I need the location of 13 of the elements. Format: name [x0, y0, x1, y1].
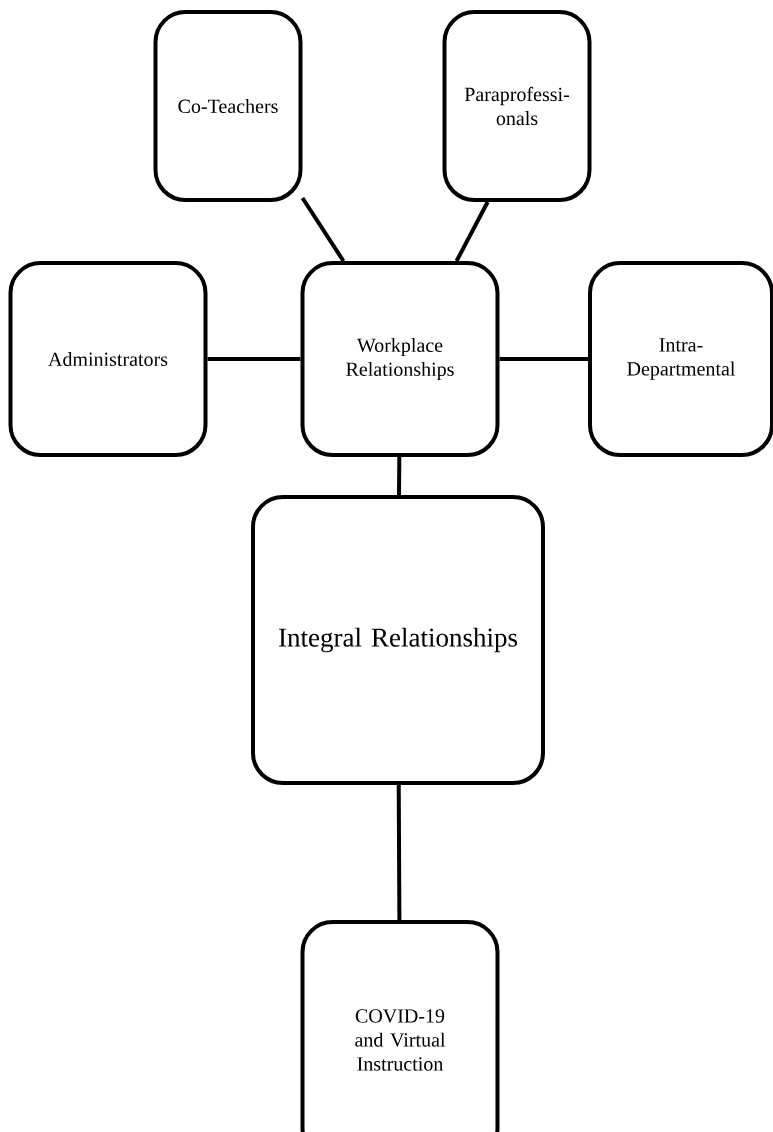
connector-line [207, 357, 301, 361]
connector-line [499, 357, 588, 361]
connector-line [454, 201, 490, 262]
connector-line [397, 457, 402, 496]
connector-line [300, 196, 346, 263]
topic-box: Intra- Departmental [588, 261, 773, 457]
topic-box: Paraprofessi- onals [442, 10, 592, 202]
topic-box: Administrators [8, 261, 208, 457]
topic-box: Co-Teachers [153, 10, 303, 202]
topic-box: COVID-19 and Virtual Instruction [300, 920, 500, 1132]
connector-line [396, 785, 402, 920]
topic-box: Integral Relationships [251, 495, 545, 785]
topic-box: Workplace Relationships [300, 261, 500, 457]
